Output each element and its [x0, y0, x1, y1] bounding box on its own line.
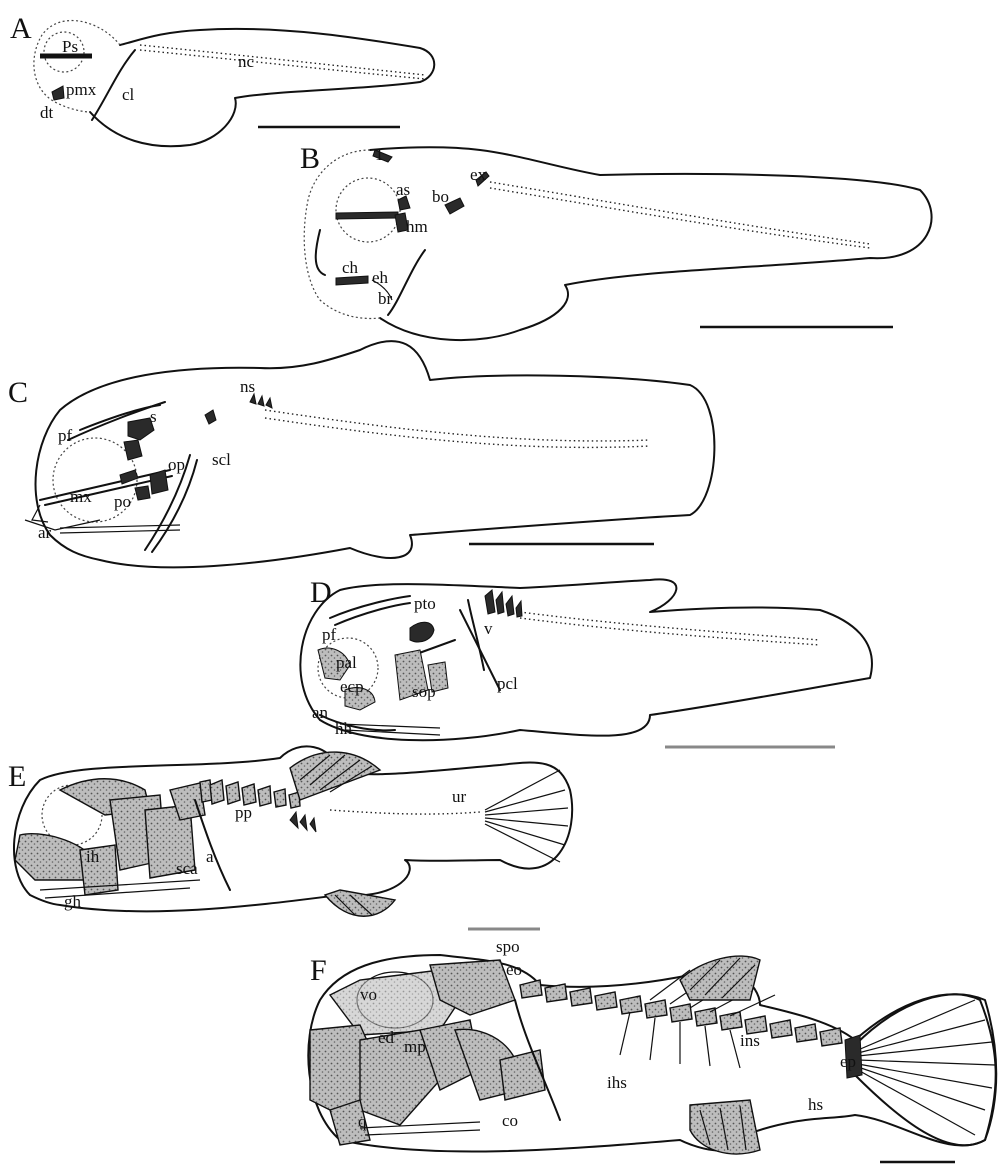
label-ed: ed — [378, 1028, 395, 1047]
label-an: an — [312, 703, 329, 722]
panel-b-notochord — [490, 182, 870, 244]
label-ex: ex — [470, 165, 487, 184]
panel-f-dorsal-fin — [680, 956, 760, 1000]
label-br: br — [378, 289, 393, 308]
label-gh: gh — [64, 892, 82, 911]
panel-c-letter: C — [8, 376, 28, 409]
label-co: co — [502, 1111, 518, 1130]
label-ps: Ps — [62, 37, 78, 56]
label-ep: ep — [840, 1052, 856, 1071]
panel-b-body-outline — [370, 147, 932, 340]
panel-f-anal-fin — [690, 1100, 760, 1154]
label-1: 1 — [375, 145, 384, 164]
panel-e: E — [8, 746, 572, 929]
label-pp: pp — [235, 803, 252, 822]
label-spo: spo — [496, 937, 520, 956]
label-vo: vo — [360, 985, 377, 1004]
label-mp: mp — [404, 1037, 426, 1056]
panel-a-dentary — [52, 86, 64, 100]
label-ih: ih — [86, 847, 100, 866]
label-ch: ch — [342, 258, 359, 277]
panel-b-cleithrum — [388, 250, 425, 315]
panel-f-caudal-fin — [845, 994, 996, 1145]
label-op: op — [168, 455, 185, 474]
panel-a-notochord — [140, 45, 425, 75]
label-po: po — [114, 492, 131, 511]
label-pf: pf — [58, 426, 73, 445]
label-hs: hs — [808, 1095, 823, 1114]
label-ar: ar — [38, 523, 52, 542]
label-pto: pto — [414, 594, 436, 613]
label-ecp: ecp — [340, 677, 364, 696]
label-pal: pal — [336, 653, 357, 672]
label-a: a — [206, 847, 214, 866]
panel-b-letter: B — [300, 142, 320, 175]
label-dt: dt — [40, 103, 54, 122]
label-q: q — [358, 1112, 367, 1131]
label-v: v — [484, 619, 493, 638]
label-s: s — [150, 407, 157, 426]
label-bo: bo — [432, 187, 449, 206]
label-scl: scl — [212, 450, 231, 469]
panel-b: B 1 ex as bo hm ch eh br — [300, 142, 932, 340]
label-hm: hm — [406, 217, 428, 236]
panel-f: F — [308, 937, 996, 1162]
label-pcl: pcl — [497, 674, 518, 693]
panel-a: A Ps nc pmx cl dt — [10, 12, 434, 146]
panel-f-letter: F — [310, 954, 327, 987]
panel-e-anal-fin — [325, 890, 395, 916]
label-sca: sca — [176, 859, 198, 878]
panel-a-letter: A — [10, 12, 32, 45]
panel-d-body-outline — [300, 579, 872, 740]
label-ns: ns — [240, 377, 255, 396]
panel-b-eye — [336, 178, 400, 242]
panel-e-letter: E — [8, 760, 26, 793]
label-sop: sop — [412, 682, 436, 701]
label-eo: eo — [506, 960, 522, 979]
panel-a-body-outline — [90, 29, 434, 146]
panel-c-notochord — [265, 410, 650, 441]
label-pmx: pmx — [66, 80, 97, 99]
panel-e-dorsal-fin — [290, 752, 380, 800]
label-cl: cl — [122, 85, 135, 104]
panel-b-bone — [336, 212, 398, 219]
panel-d: D pto v pf pal ecp sop pcl an hh — [300, 576, 872, 747]
label-as: as — [396, 180, 410, 199]
panel-c: C ns s pf op scl mx po ar — [8, 341, 714, 567]
panel-b-head-outline — [304, 150, 380, 318]
label-ur: ur — [452, 787, 467, 806]
label-pf-d: pf — [322, 625, 337, 644]
label-mx: mx — [70, 487, 92, 506]
label-ins: ins — [740, 1031, 760, 1050]
label-ihs: ihs — [607, 1073, 627, 1092]
panel-d-notochord — [520, 612, 820, 640]
label-hh: hh — [335, 719, 353, 738]
panel-e-caudal-fin — [485, 770, 568, 862]
label-eh: eh — [372, 268, 389, 287]
label-nc: nc — [238, 52, 255, 71]
